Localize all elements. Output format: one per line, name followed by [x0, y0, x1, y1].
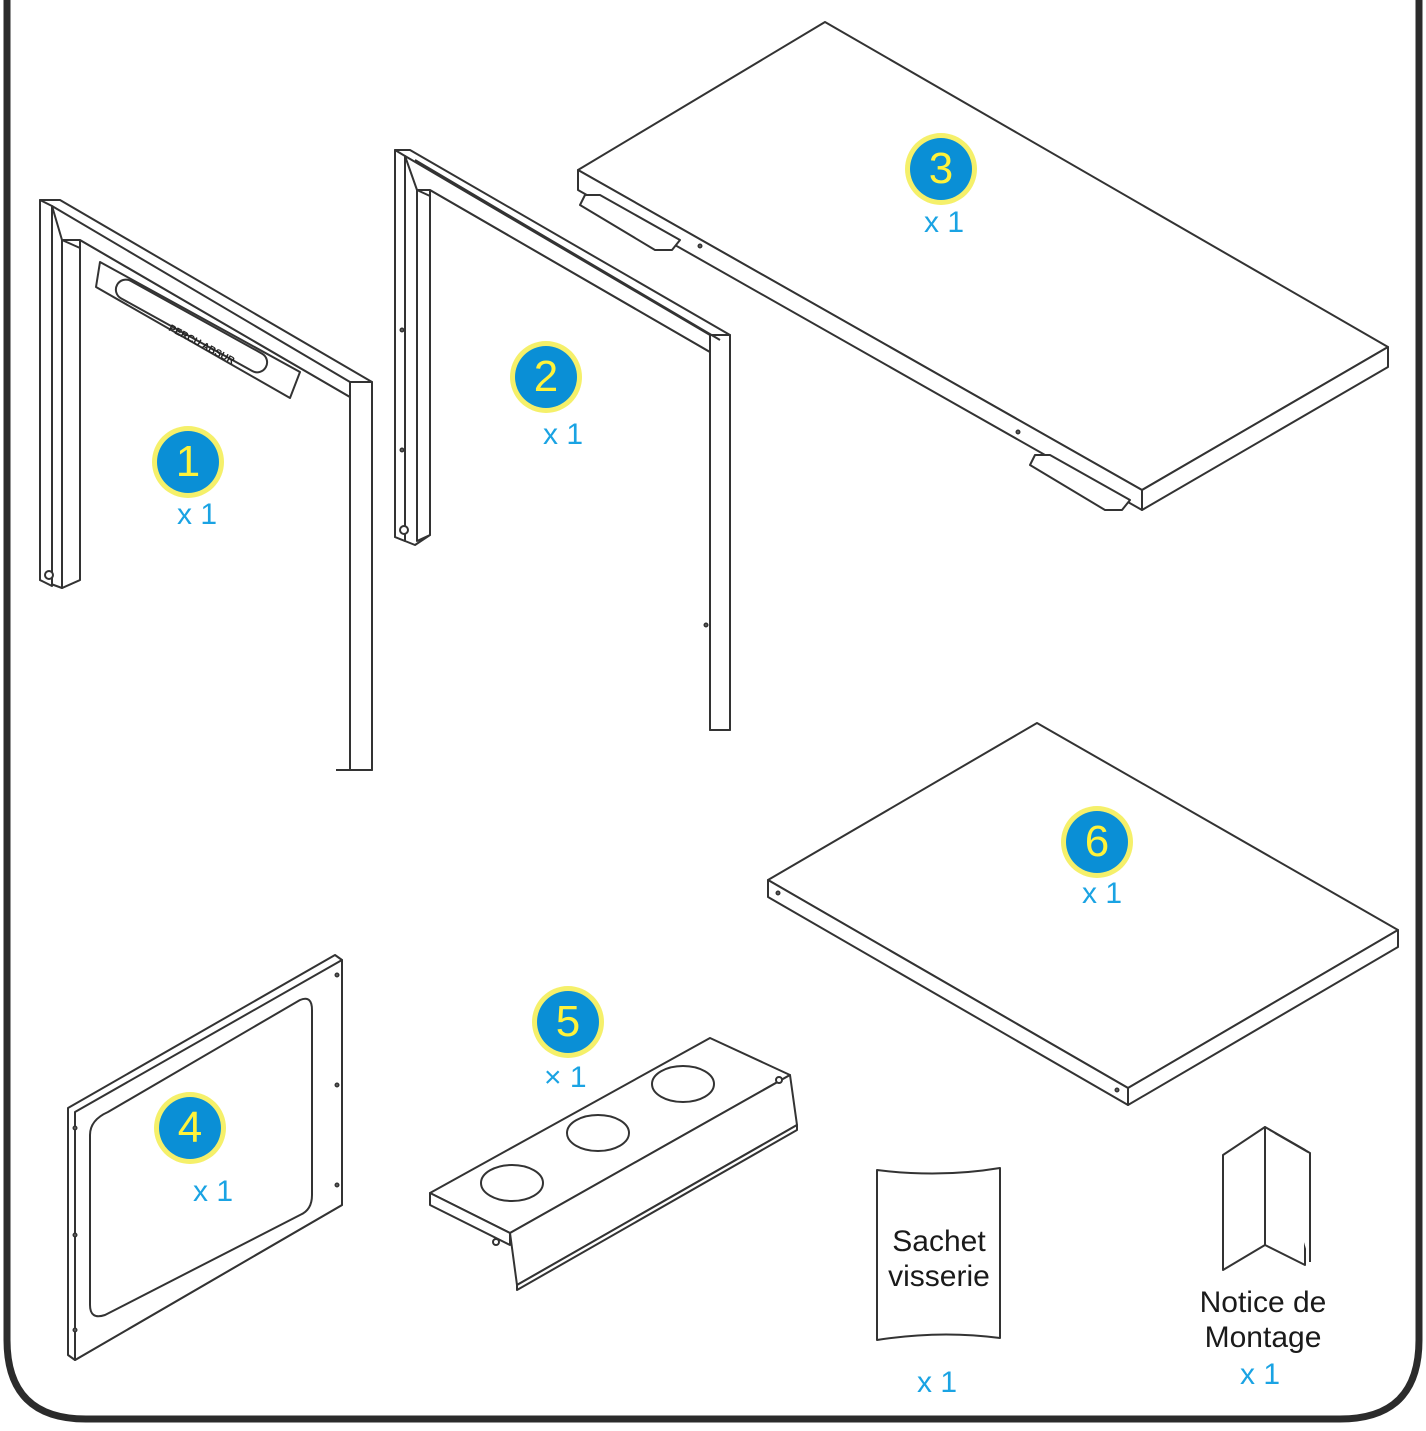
part-1-number: 1 — [175, 437, 201, 486]
hardware-bag — [876, 1167, 1001, 1341]
part-4-number: 4 — [177, 1103, 203, 1152]
number-badge-icon — [154, 1092, 226, 1164]
assembly-manual-label: Notice de Montage — [1188, 1285, 1338, 1355]
part-6-badge: 6 — [1060, 805, 1134, 879]
number-badge-icon — [1061, 806, 1133, 878]
diagram-border — [3, 0, 1423, 1423]
part-3-quantity: x 1 — [924, 206, 965, 239]
part-2-badge: 2 — [509, 340, 583, 414]
part-1-front-frame: PERCU ABSUR — [39, 199, 373, 771]
assembly-manual-label-line1: Notice de — [1199, 1286, 1327, 1319]
part-5-cable-tray — [429, 1037, 798, 1291]
part-5-quantity: × 1 — [544, 1061, 587, 1094]
number-badge-icon — [532, 986, 604, 1058]
assembly-manual-label-line2: Montage — [1204, 1321, 1322, 1354]
hardware-bag-label-line1: Sachet — [892, 1225, 986, 1258]
part-6-number: 6 — [1084, 817, 1110, 866]
hardware-bag-label-line2: visserie — [888, 1260, 990, 1293]
part-2-number: 2 — [533, 352, 559, 401]
part-6-shelf — [767, 722, 1399, 1106]
part-5-number: 5 — [555, 997, 581, 1046]
assembly-manual-quantity: x 1 — [1240, 1358, 1281, 1391]
part-4-quantity: x 1 — [193, 1175, 234, 1208]
part-3-number: 3 — [928, 144, 954, 193]
number-badge-icon — [152, 426, 224, 498]
part-3-badge: 3 — [904, 132, 978, 206]
part-2-rear-frame — [394, 149, 731, 731]
part-1-quantity: x 1 — [177, 498, 218, 531]
part-5-badge: 5 — [531, 985, 605, 1059]
hardware-bag-label: Sachet visserie — [878, 1224, 1000, 1294]
part-4-badge: 4 — [153, 1091, 227, 1165]
assembly-manual-booklet — [1222, 1126, 1311, 1271]
part-6-quantity: x 1 — [1082, 877, 1123, 910]
hardware-bag-quantity: x 1 — [917, 1366, 958, 1399]
number-badge-icon — [905, 133, 977, 205]
part-2-quantity: x 1 — [543, 418, 584, 451]
part-1-badge: 1 — [151, 425, 225, 499]
number-badge-icon — [510, 341, 582, 413]
part-3-desktop — [577, 21, 1389, 511]
